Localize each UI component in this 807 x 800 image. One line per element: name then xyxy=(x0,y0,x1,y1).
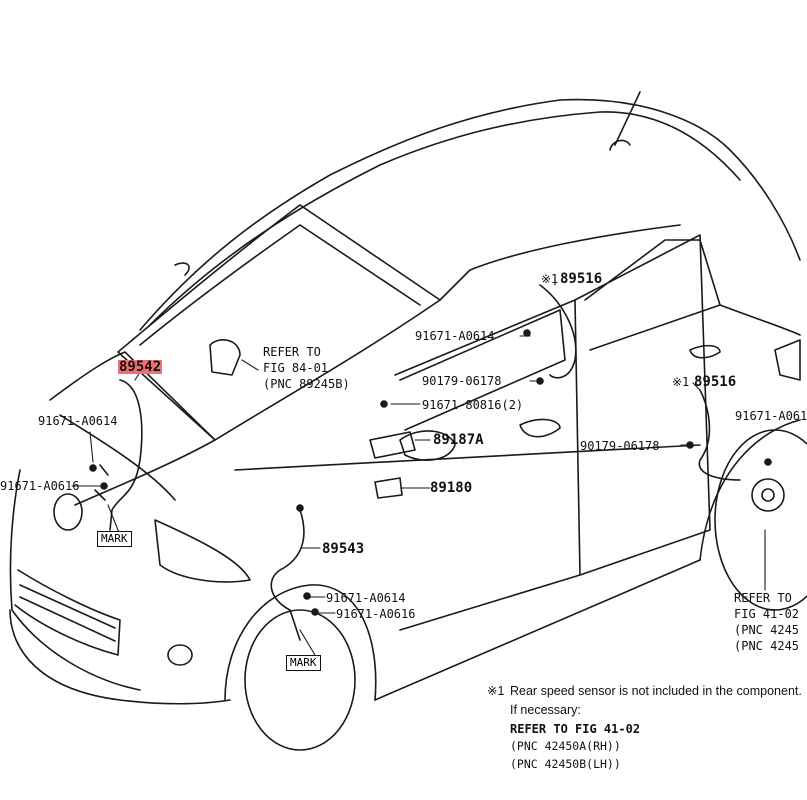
part-89543-label: 89543 xyxy=(322,541,365,557)
bolt-a061-rear-label: 91671-A061 xyxy=(735,409,807,423)
a-pillar xyxy=(439,224,681,301)
rear-harness xyxy=(539,284,577,379)
footnote-mark: ※1 xyxy=(487,684,505,698)
rear-door xyxy=(574,234,711,576)
refer-rear-line2: FIG 41-02 xyxy=(734,607,800,621)
door-handle-front xyxy=(519,418,561,438)
windshield-inner xyxy=(139,224,421,346)
front-door xyxy=(394,299,581,631)
part-89516-front-label: 89516 xyxy=(560,271,603,287)
bumper xyxy=(9,609,231,705)
front-face xyxy=(9,469,141,691)
mark-label-wheel: MARK xyxy=(286,655,321,672)
bracket-89187A xyxy=(369,431,416,459)
bolt-a0614-door-label: 91671-A0614 xyxy=(415,329,495,343)
bolt-a0616-front-label: 91671-A0616 xyxy=(0,479,80,493)
rear-window xyxy=(584,239,721,351)
door-handle-rear xyxy=(689,344,721,359)
rear-light xyxy=(774,339,801,381)
front-wheel-arch xyxy=(224,584,377,701)
roof-line-inner xyxy=(149,111,741,326)
airbag-sensor xyxy=(209,339,241,376)
asterisk-front: ※1 xyxy=(541,272,559,286)
hood xyxy=(49,351,216,506)
part-89187A-label: 89187A xyxy=(433,432,484,448)
part-89542-label: 89542 xyxy=(118,359,163,375)
grille xyxy=(14,569,121,656)
bolt-80816-label: 91671-80816(2) xyxy=(422,398,524,412)
front-window xyxy=(399,309,566,431)
refer-rear-line3: (PNC 4245 xyxy=(734,623,800,637)
hood-crease xyxy=(59,414,176,501)
footnote-line1: Rear speed sensor is not included in the… xyxy=(510,684,802,698)
antenna xyxy=(614,91,641,146)
rear-quarter xyxy=(719,304,801,336)
rocker xyxy=(374,559,701,701)
refer-rear-line1: REFER TO xyxy=(734,591,792,605)
roof-line xyxy=(139,98,801,331)
bolt-a0616-wheel-label: 91671-A0616 xyxy=(336,607,416,621)
body-side-line xyxy=(234,444,701,471)
clip-06178-a-label: 90179-06178 xyxy=(422,374,502,388)
footnote-line3: REFER TO FIG 41-02 xyxy=(510,722,641,736)
part-89516-rear-label: 89516 xyxy=(694,374,737,390)
refer-airbag-line2: FIG 84-01 xyxy=(263,361,329,375)
footnote-line5: (PNC 42450B(LH)) xyxy=(510,757,621,771)
wheel-harness xyxy=(270,509,305,641)
mark-label-front: MARK xyxy=(97,531,132,548)
footnote-line4: (PNC 42450A(RH)) xyxy=(510,739,621,753)
refer-airbag-line3: (PNC 89245B) xyxy=(263,377,350,391)
footnote-line2: If necessary: xyxy=(510,703,581,717)
rear-wheel xyxy=(714,429,807,611)
headlight xyxy=(154,519,251,583)
front-harness xyxy=(109,379,143,531)
rear-hub xyxy=(751,478,785,512)
bracket-89180 xyxy=(374,477,403,499)
front-wheel xyxy=(244,609,356,751)
asterisk-rear: ※1 xyxy=(672,375,690,389)
refer-airbag-line1: REFER TO xyxy=(263,345,321,359)
fog-lamp xyxy=(167,644,193,666)
bolt-a0614-front-label: 91671-A0614 xyxy=(38,414,118,428)
part-89180-label: 89180 xyxy=(430,480,473,496)
refer-rear-line4: (PNC 4245 xyxy=(734,639,800,653)
rear-wheel-arch xyxy=(699,419,801,561)
clip-06178-b-label: 90179-06178 xyxy=(580,439,660,453)
grille-slats xyxy=(19,584,116,642)
side-mirror xyxy=(399,430,456,461)
emblem xyxy=(53,493,83,531)
bolt-a0614-wheel-label: 91671-A0614 xyxy=(326,591,406,605)
